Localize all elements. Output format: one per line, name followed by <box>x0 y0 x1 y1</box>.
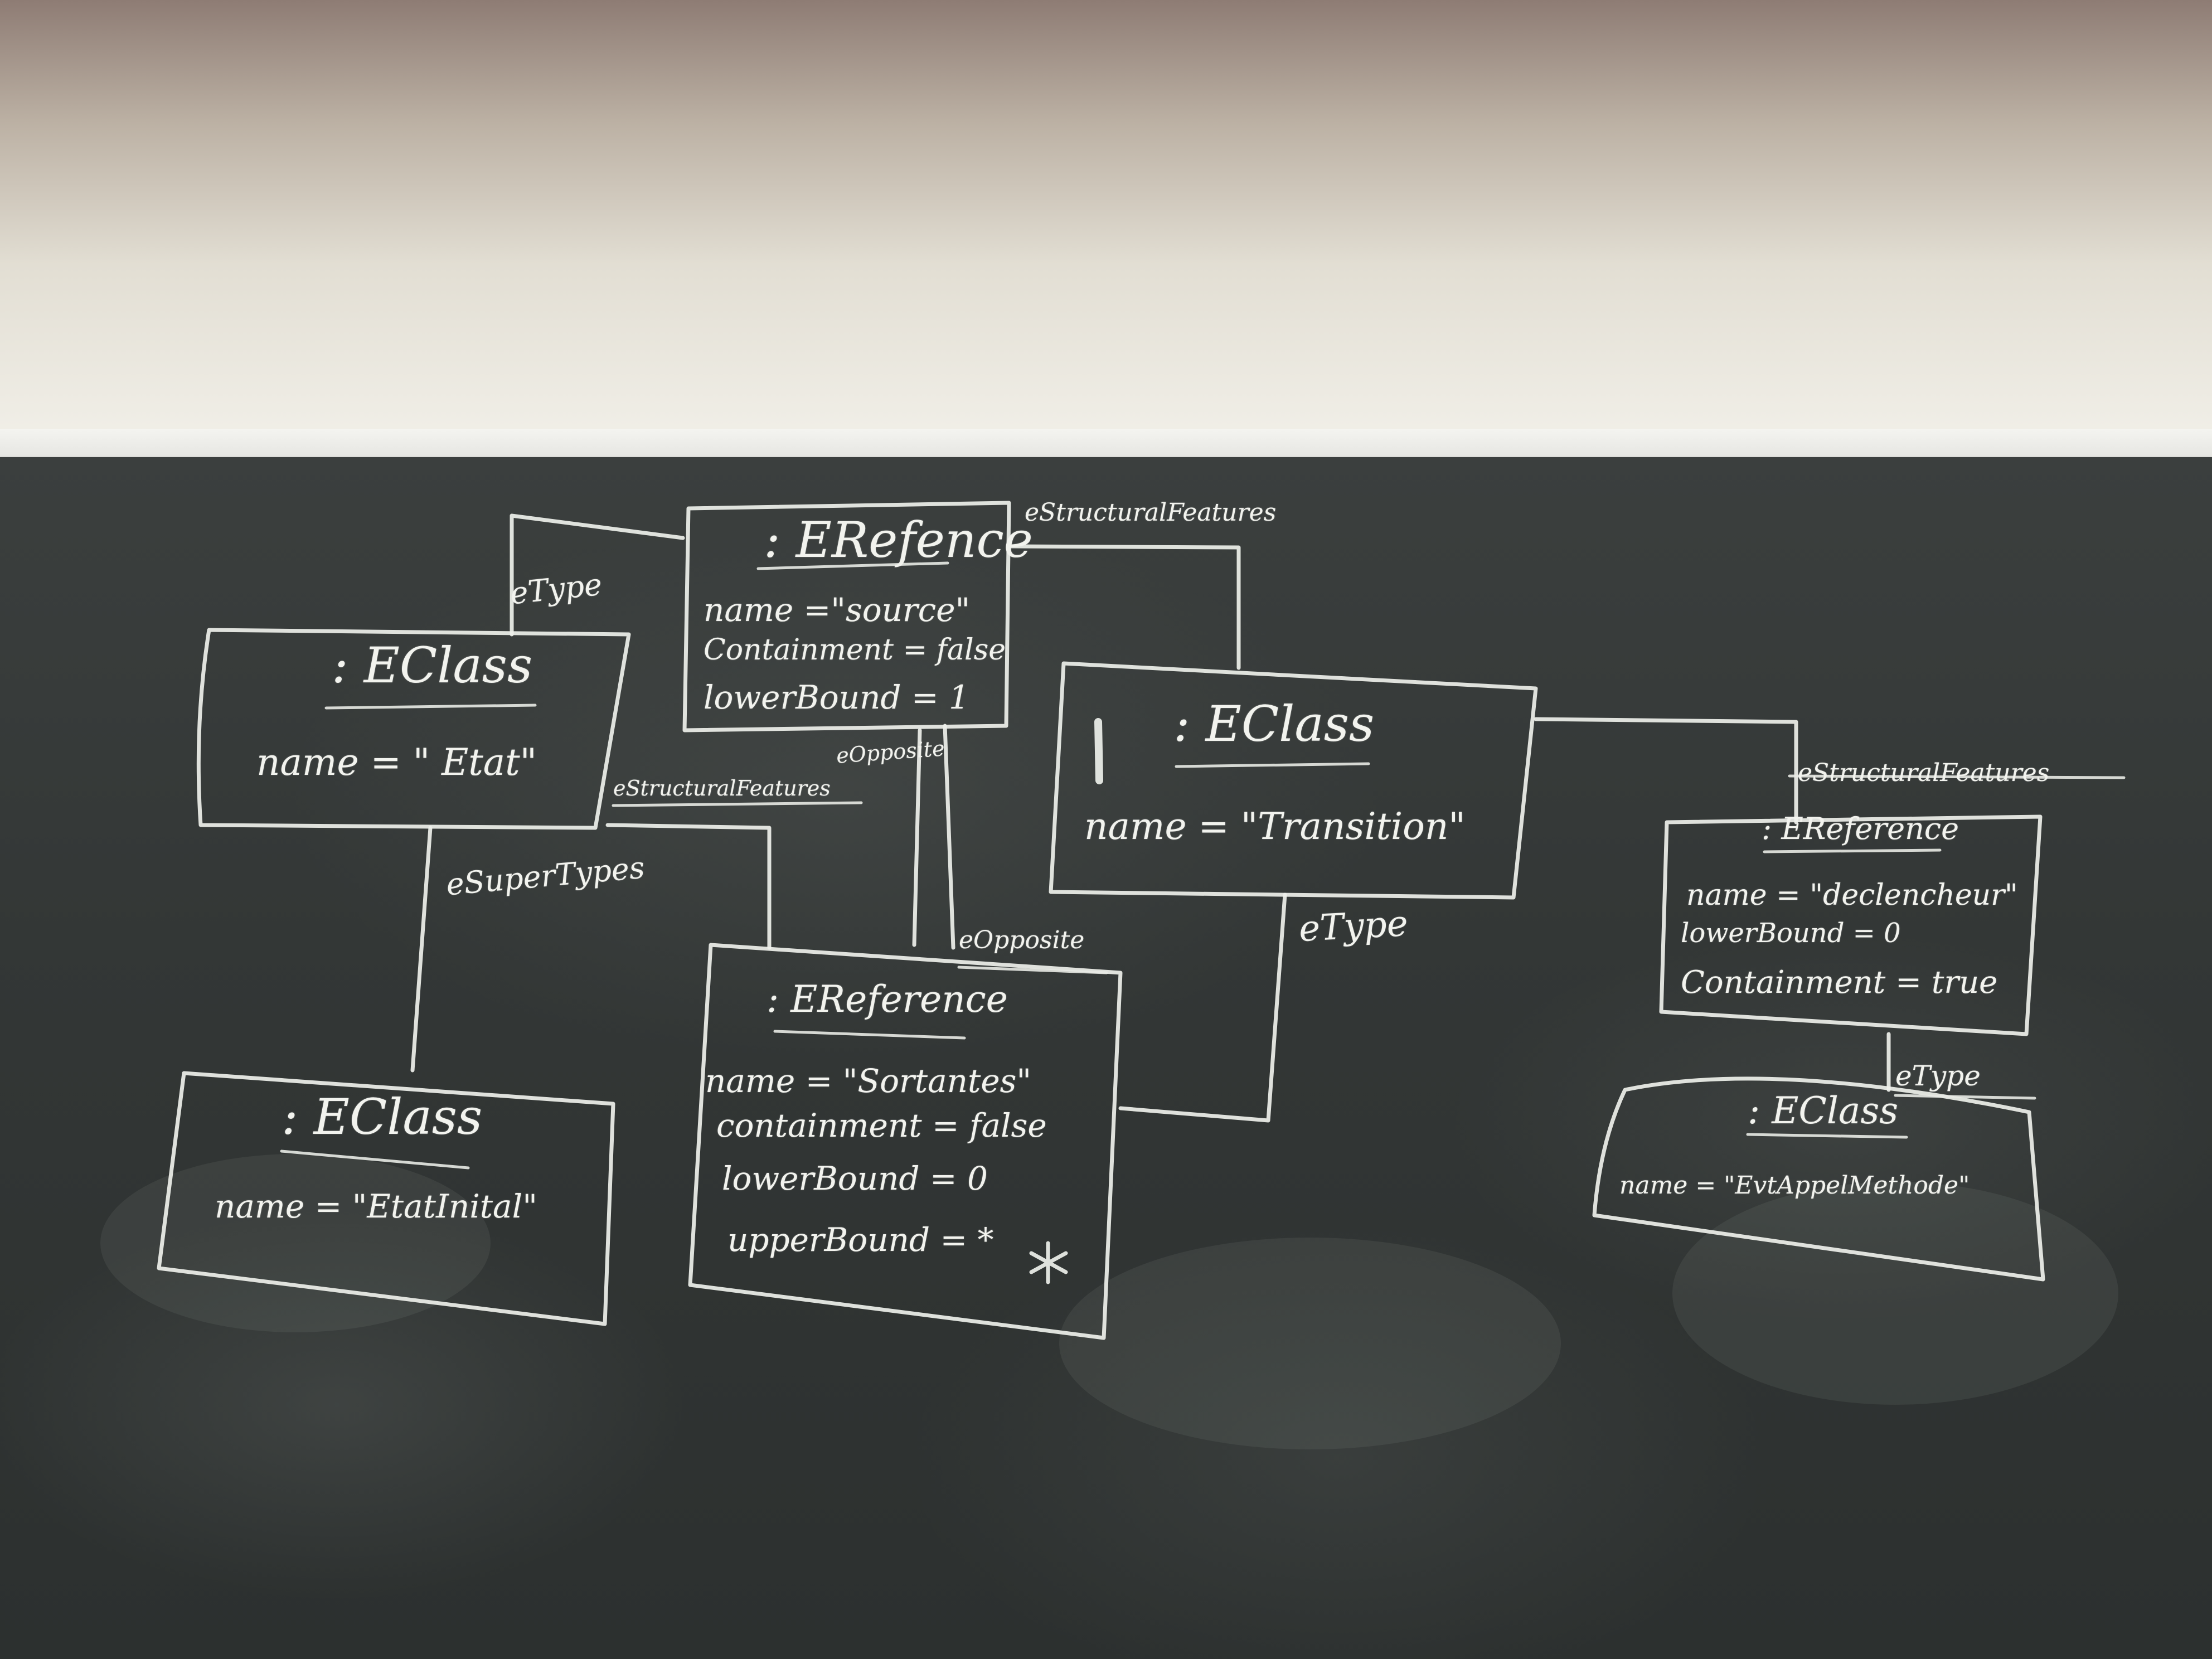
ref-source-title: : ERefence <box>764 511 1033 569</box>
class-etat-attr-name: name = " Etat" <box>256 741 537 784</box>
role-etype-mid: eType <box>1298 903 1409 950</box>
ref-declencheur-attr-containment: Containment = true <box>1681 964 1998 1001</box>
role-estructural-left: eStructuralFeatures <box>613 776 831 801</box>
ref-sortantes-attr-lowerbound: lowerBound = 0 <box>722 1160 988 1197</box>
box-ref-sortantes <box>688 943 1123 1340</box>
ref-sortantes-attr-upperbound: upperBound = * <box>727 1221 994 1259</box>
role-eopposite-mid: eOpposite <box>959 926 1085 954</box>
role-etype-right: eType <box>1895 1060 1981 1092</box>
ref-declencheur-attr-lowerbound: lowerBound = 0 <box>1681 918 1901 949</box>
role-etype-top: eType <box>508 566 604 612</box>
ref-declencheur-attr-name: name = "declencheur" <box>1686 879 2018 912</box>
ref-source-attr-name: name ="source" <box>704 591 971 629</box>
role-estructural-right: eStructuralFeatures <box>1798 759 2050 787</box>
ref-declencheur-title: : EReference <box>1762 811 1959 846</box>
class-transition-title: : EClass <box>1173 695 1375 753</box>
chalkboard <box>0 457 2212 1659</box>
box-class-etat <box>196 628 631 830</box>
box-class-evtappel <box>1592 1076 2045 1282</box>
ref-source-attr-containment: Containment = false <box>704 633 1006 667</box>
class-etatinitial-attr-name: name = "EtatInital" <box>215 1187 537 1225</box>
role-estructural-top: eStructuralFeatures <box>1025 498 1277 527</box>
class-etat-title: : EClass <box>332 637 533 694</box>
class-etatinitial-title: : EClass <box>282 1088 483 1146</box>
box-ref-source <box>682 501 1011 733</box>
ref-sortantes-attr-containment: containment = false <box>716 1107 1047 1144</box>
box-ref-declencheur <box>1659 814 2043 1036</box>
ref-source-attr-lowerbound: lowerBound = 1 <box>704 678 969 716</box>
class-evtappel-attr-name: name = "EvtAppelMethode" <box>1619 1171 1970 1200</box>
class-evtappel-title: : EClass <box>1748 1089 1899 1132</box>
eraser-smudge <box>1059 1238 1561 1449</box>
eraser-smudge <box>1672 1182 2118 1405</box>
ref-sortantes-title: : EReference <box>767 978 1008 1021</box>
class-transition-attr-name: name = "Transition" <box>1084 805 1466 848</box>
wall-above-board <box>0 0 2212 440</box>
box-class-transition <box>1049 661 1538 900</box>
ref-sortantes-attr-name: name = "Sortantes" <box>705 1062 1032 1100</box>
box-class-etatinitial <box>157 1071 615 1326</box>
